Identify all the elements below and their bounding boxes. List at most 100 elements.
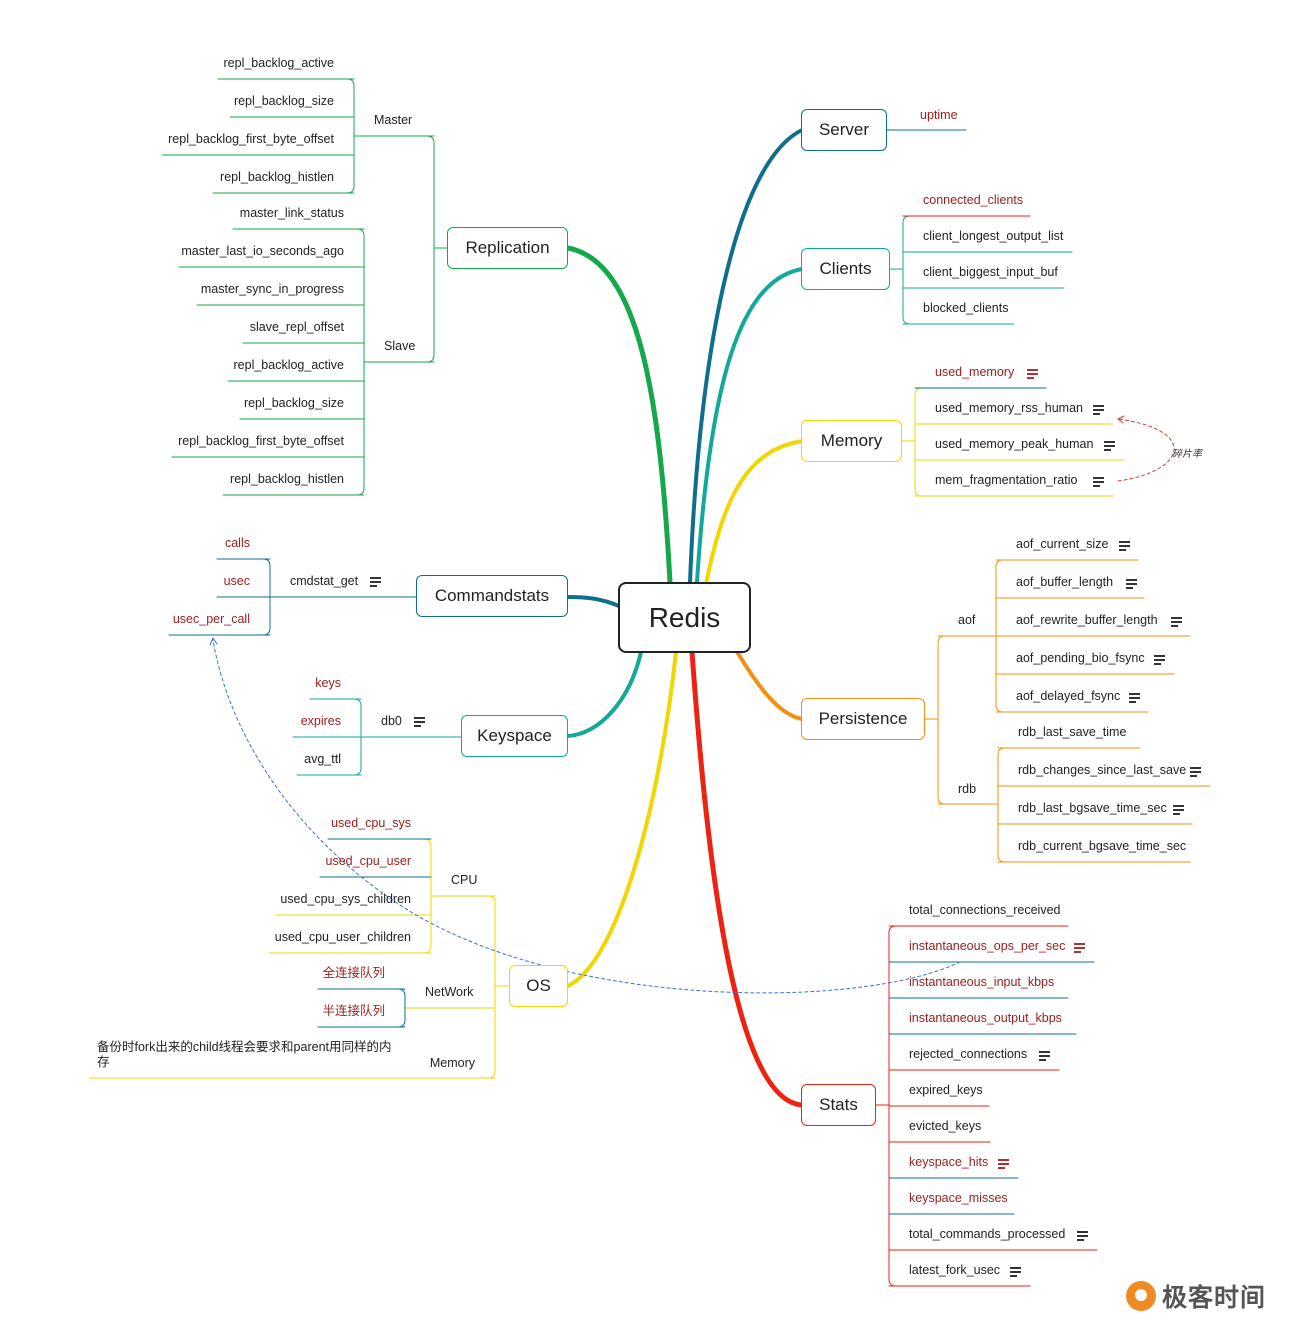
aof-item[interactable]: aof_pending_bio_fsync <box>1016 651 1145 665</box>
stats-item[interactable]: instantaneous_output_kbps <box>909 1011 1062 1025</box>
slave-item[interactable]: master_sync_in_progress <box>200 282 344 296</box>
aof-label[interactable]: aof <box>958 613 976 627</box>
note-icon[interactable] <box>1171 617 1182 627</box>
rdb-item[interactable]: rdb_last_save_time <box>1018 725 1127 739</box>
keyspace-item[interactable]: expires <box>300 714 341 728</box>
keyspace-item[interactable]: keys <box>315 676 341 690</box>
note-icon-line <box>1129 697 1140 699</box>
stats-item[interactable]: keyspace_hits <box>909 1155 989 1169</box>
note-icon[interactable] <box>370 577 381 587</box>
memory-item[interactable]: used_memory <box>935 365 1015 379</box>
rdb-item[interactable]: rdb_last_bgsave_time_sec <box>1018 801 1167 815</box>
network-item[interactable]: 全连接队列 <box>322 966 385 980</box>
root-node-redis[interactable]: Redis <box>618 582 751 653</box>
cpu-label[interactable]: CPU <box>451 873 478 887</box>
clients-item[interactable]: client_biggest_input_buf <box>923 265 1058 279</box>
stats-item[interactable]: rejected_connections <box>909 1047 1028 1061</box>
server-item-uptime[interactable]: uptime <box>920 108 958 122</box>
slave-item[interactable]: repl_backlog_size <box>243 396 344 410</box>
note-icon-line <box>1039 1055 1050 1057</box>
master-item[interactable]: repl_backlog_active <box>223 56 335 70</box>
rdb-label[interactable]: rdb <box>958 782 977 796</box>
clients-node[interactable]: Clients <box>801 248 890 290</box>
cpu-item[interactable]: used_cpu_sys_children <box>280 892 411 906</box>
master-item[interactable]: repl_backlog_histlen <box>220 170 334 184</box>
note-icon[interactable] <box>1077 1231 1088 1241</box>
stats-item[interactable]: latest_fork_usec <box>909 1263 1001 1277</box>
cmdstat-get-label[interactable]: cmdstat_get <box>290 574 359 588</box>
rdb-item[interactable]: rdb_current_bgsave_time_sec <box>1018 839 1187 853</box>
slave-label[interactable]: Slave <box>384 339 416 353</box>
note-icon[interactable] <box>1126 579 1137 589</box>
memory-item[interactable]: used_memory_peak_human <box>935 437 1094 451</box>
os-node[interactable]: OS <box>509 965 568 1007</box>
slave-item[interactable]: master_last_io_seconds_ago <box>181 244 344 258</box>
note-icon[interactable] <box>1010 1267 1021 1277</box>
clients-item[interactable]: blocked_clients <box>923 301 1009 315</box>
master-item[interactable]: repl_backlog_size <box>233 94 334 108</box>
network-label[interactable]: NetWork <box>425 985 474 999</box>
db0-label[interactable]: db0 <box>381 714 402 728</box>
memory-item[interactable]: used_memory_rss_human <box>935 401 1083 415</box>
aof-item[interactable]: aof_rewrite_buffer_length <box>1016 613 1158 627</box>
memory-item[interactable]: mem_fragmentation_ratio <box>935 473 1078 487</box>
master-label[interactable]: Master <box>374 113 413 127</box>
slave-item[interactable]: repl_backlog_histlen <box>230 472 344 486</box>
cmdstat-item[interactable]: usec <box>223 574 250 588</box>
stats-item[interactable]: total_commands_processed <box>909 1227 1066 1241</box>
note-icon[interactable] <box>1093 405 1104 415</box>
note-icon-line <box>1093 485 1100 487</box>
note-icon[interactable] <box>1093 477 1104 487</box>
note-icon[interactable] <box>1039 1051 1050 1061</box>
stats-item[interactable]: keyspace_misses <box>909 1191 1008 1205</box>
cmdstat-item[interactable]: usec_per_call <box>172 612 250 626</box>
note-icon[interactable] <box>1027 369 1038 379</box>
note-icon[interactable] <box>998 1159 1009 1169</box>
master-spine <box>346 78 355 194</box>
replication-node[interactable]: Replication <box>447 227 568 269</box>
server-node[interactable]: Server <box>801 109 887 151</box>
cpu-item[interactable]: used_cpu_user_children <box>274 930 411 944</box>
aof-item[interactable]: aof_buffer_length <box>1016 575 1114 589</box>
master-item[interactable]: repl_backlog_first_byte_offset <box>168 132 334 146</box>
slave-item[interactable]: master_link_status <box>239 206 344 220</box>
note-icon[interactable] <box>1074 943 1085 953</box>
slave-item[interactable]: repl_backlog_first_byte_offset <box>178 434 344 448</box>
cmdstat-item[interactable]: calls <box>224 536 250 550</box>
note-icon-line <box>1126 583 1137 585</box>
os-memory-note[interactable]: 备份时fork出来的child线程会要求和parent用同样的内存 <box>97 1040 392 1069</box>
fragmentation-arrow-head <box>1117 415 1125 424</box>
note-icon[interactable] <box>1119 541 1130 551</box>
note-icon-line <box>1119 545 1130 547</box>
rdb-item[interactable]: rdb_changes_since_last_save <box>1018 763 1187 777</box>
network-item[interactable]: 半连接队列 <box>322 1004 385 1018</box>
note-icon[interactable] <box>1129 693 1140 703</box>
note-icon[interactable] <box>1173 805 1184 815</box>
cpu-item[interactable]: used_cpu_user <box>325 854 411 868</box>
commandstats-node[interactable]: Commandstats <box>416 575 568 617</box>
stats-item[interactable]: evicted_keys <box>909 1119 982 1133</box>
note-icon[interactable] <box>1104 441 1115 451</box>
note-icon[interactable] <box>414 717 425 727</box>
memory-node[interactable]: Memory <box>801 420 902 462</box>
stats-item[interactable]: total_connections_received <box>909 903 1061 917</box>
slave-item[interactable]: slave_repl_offset <box>249 320 344 334</box>
os-memory-label[interactable]: Memory <box>429 1056 475 1070</box>
keyspace-node[interactable]: Keyspace <box>461 715 568 757</box>
note-icon-line <box>370 585 377 587</box>
stats-item[interactable]: expired_keys <box>909 1083 983 1097</box>
cpu-item[interactable]: used_cpu_sys <box>331 816 411 830</box>
note-icon[interactable] <box>1190 767 1201 777</box>
note-icon[interactable] <box>1154 655 1165 665</box>
persistence-node[interactable]: Persistence <box>801 698 925 740</box>
keyspace-item[interactable]: avg_ttl <box>304 752 341 766</box>
link-redis-server <box>688 128 804 584</box>
clients-item[interactable]: client_longest_output_list <box>923 229 1064 243</box>
slave-item[interactable]: repl_backlog_active <box>233 358 345 372</box>
clients-item[interactable]: connected_clients <box>923 193 1024 207</box>
stats-node[interactable]: Stats <box>801 1084 876 1126</box>
aof-item[interactable]: aof_delayed_fsync <box>1016 689 1121 703</box>
aof-item[interactable]: aof_current_size <box>1016 537 1109 551</box>
stats-item[interactable]: instantaneous_input_kbps <box>909 975 1055 989</box>
stats-item[interactable]: instantaneous_ops_per_sec <box>909 939 1066 953</box>
